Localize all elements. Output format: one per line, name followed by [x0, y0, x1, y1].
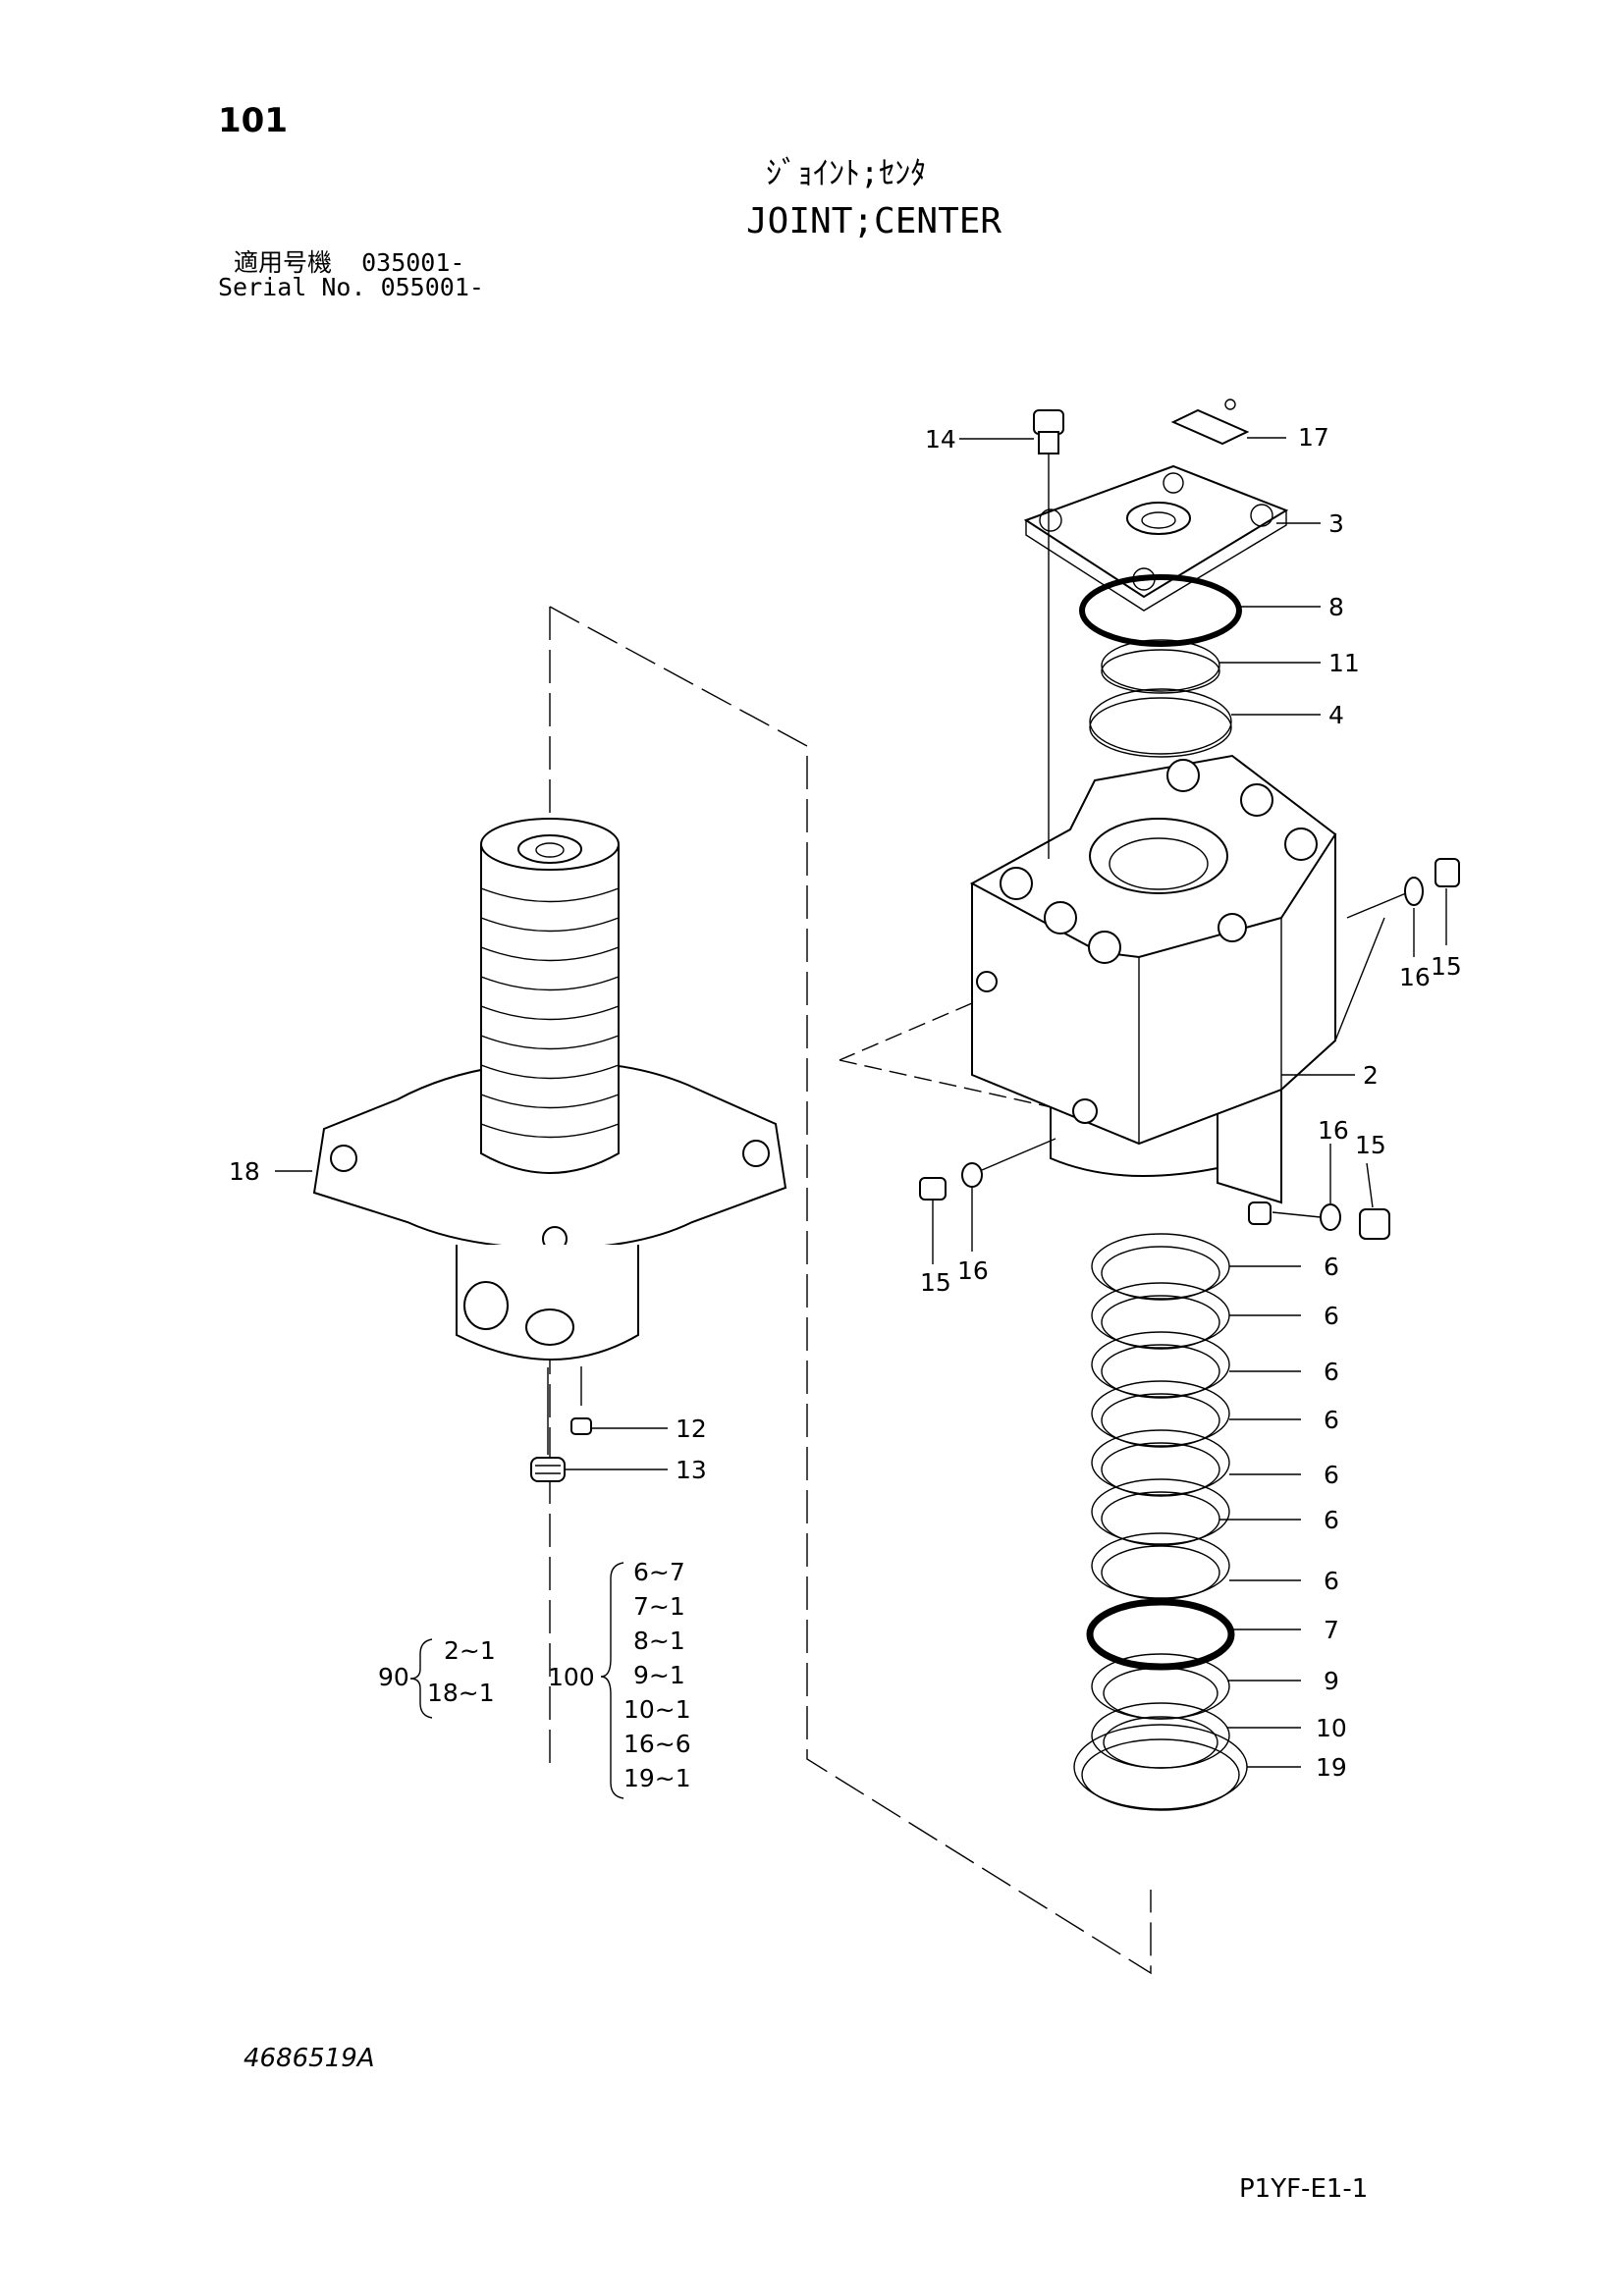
seal-ring-stack — [1073, 1233, 1248, 1811]
callout-label: 6 — [1324, 1406, 1339, 1434]
drawing-number: 4686519A — [244, 2044, 375, 2073]
spool-grooves — [480, 887, 620, 1139]
callout-label: 6 — [1324, 1302, 1339, 1330]
callout-label: 2 — [1363, 1061, 1379, 1090]
assembly-100-item: 9~1 — [633, 1661, 685, 1689]
serial-applicable-models: 適用号機 035001- — [234, 248, 465, 277]
assembly-100-item: 10~1 — [623, 1695, 691, 1724]
callout-label: 16 — [1399, 963, 1431, 991]
callout-label: 9 — [1324, 1667, 1339, 1695]
callout-label: 6 — [1324, 1253, 1339, 1281]
assembly-90-item: 18~1 — [427, 1679, 495, 1707]
cover-plate-part-3 — [1023, 464, 1289, 612]
callout-label: 6 — [1324, 1506, 1339, 1534]
callout-label: 10 — [1316, 1714, 1347, 1742]
callout-label: 17 — [1298, 423, 1329, 452]
callout-label: 15 — [1431, 952, 1462, 981]
callout-label: 6 — [1324, 1358, 1339, 1386]
assembly-90-label: 90 — [378, 1663, 409, 1691]
housing-part-2 — [969, 754, 1385, 1225]
title-japanese: ｼﾞｮｲﾝﾄ;ｾﾝﾀ — [766, 154, 927, 191]
callout-label: 6 — [1324, 1567, 1339, 1595]
title-english: JOINT;CENTER — [746, 201, 1002, 241]
page-code: P1YF-E1-1 — [1239, 2174, 1369, 2204]
assembly-90-item: 2~1 — [444, 1636, 496, 1665]
callout-label: 6 — [1324, 1461, 1339, 1489]
callout-label: 12 — [676, 1415, 707, 1443]
callout-label: 15 — [1355, 1131, 1386, 1159]
assembly-100-item: 6~7 — [633, 1558, 685, 1586]
assembly-90-group: 90 2~1 18~1 — [378, 1636, 496, 1719]
callout-label: 4 — [1328, 701, 1344, 729]
bolt-part-14 — [1033, 409, 1064, 859]
nameplate-part-17 — [1170, 399, 1250, 446]
serial-number: Serial No. 055001- — [218, 273, 484, 301]
assembly-100-item: 8~1 — [633, 1627, 685, 1655]
callout-label: 8 — [1328, 593, 1344, 621]
callout-label: 18 — [229, 1157, 260, 1186]
callout-leaders — [275, 437, 1447, 1768]
callout-label: 16 — [1318, 1116, 1349, 1145]
callout-label: 7 — [1324, 1616, 1339, 1644]
assembly-100-group: 100 6~7 7~1 8~1 9~1 10~1 16~6 19~1 — [548, 1558, 691, 1799]
callout-label: 19 — [1316, 1753, 1347, 1782]
assembly-100-item: 7~1 — [633, 1592, 685, 1621]
callout-label: 14 — [925, 425, 956, 454]
callout-labels: 14 17 3 8 11 4 16 15 2 16 15 15 16 18 12… — [229, 423, 1462, 1782]
assembly-100-item: 19~1 — [623, 1764, 691, 1792]
assembly-100-label: 100 — [548, 1663, 595, 1691]
assembly-100-item: 16~6 — [623, 1730, 691, 1758]
callout-label: 16 — [957, 1256, 989, 1285]
callout-label: 13 — [676, 1456, 707, 1484]
callout-label: 3 — [1328, 509, 1344, 538]
callout-label: 15 — [920, 1268, 951, 1297]
upper-seal-rings — [1079, 574, 1242, 758]
spool-assembly-part-18 — [312, 818, 787, 1482]
callout-label: 11 — [1328, 649, 1360, 677]
plugs-and-orings — [919, 858, 1460, 1240]
page-number: 101 — [218, 101, 288, 140]
